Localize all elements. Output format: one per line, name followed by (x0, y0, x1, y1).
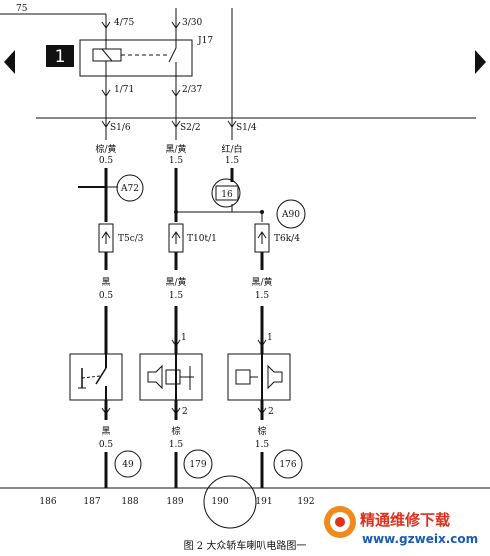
pin-2-label-a: 2 (182, 407, 188, 417)
branch-wires-upper (101, 118, 237, 140)
watermark-title: 精通维修下载 (360, 511, 450, 529)
relay-number: 1 (55, 47, 66, 67)
ruler-186: 186 (39, 497, 56, 507)
connector-t5c3-label: T5c/3 (118, 234, 144, 244)
relay-pin-1-71: 1/71 (114, 85, 134, 95)
ground-marker-179-label: 179 (189, 460, 206, 470)
marker-a90-label: A90 (281, 210, 300, 220)
wire-label-black-a: 黑 (101, 277, 110, 288)
pin-2-label-b: 2 (268, 407, 274, 417)
bus-label-s14: S1/4 (236, 123, 257, 133)
grid-ruler: 186 187 188 189 190 191 192 (39, 497, 314, 507)
wire-label-brown-yellow: 棕/黄 (95, 143, 116, 155)
horn-2 (227, 353, 291, 401)
component-input-arrows (171, 339, 267, 347)
marker-a72-label: A72 (120, 184, 139, 194)
relay-name: J17 (197, 36, 213, 46)
relay-output-arrows (101, 76, 181, 118)
wire-size-15-e: 1.5 (169, 440, 184, 450)
relay-input-arrows (101, 21, 181, 40)
connector-t10t1-label: T10t/1 (187, 234, 217, 244)
relay-j17 (79, 39, 193, 77)
watermark-url: www.gzweix.com (362, 532, 478, 546)
wire-size-15-f: 1.5 (255, 440, 270, 450)
wire-size-15-a: 1.5 (169, 156, 184, 166)
relay-number-badge: 1 (46, 45, 74, 67)
wire-size-15-b: 1.5 (225, 156, 240, 166)
marker-16-label: 16 (221, 190, 233, 200)
wire-label-red-white: 红/白 (221, 143, 242, 155)
relay-pin-4-75: 4/75 (114, 18, 134, 28)
connector-t6k4-label: T6k/4 (274, 234, 300, 244)
ground-marker-49-label: 49 (122, 460, 134, 470)
wire-label-brown-a: 棕 (171, 425, 180, 437)
wire-size-05-a: 0.5 (99, 156, 114, 166)
ground-marker-176 (273, 449, 303, 479)
top-supply-line: 75 (0, 4, 107, 24)
ruler-188: 188 (121, 497, 138, 507)
relay-switch-contact (168, 47, 177, 63)
relay-pin-3-30: 3/30 (182, 18, 202, 28)
top-wire-label: 75 (16, 4, 28, 14)
wire-label-black-yellow-a: 黑/黄 (165, 143, 186, 155)
connector-t6k4 (254, 223, 270, 253)
wire-label-black-yellow-b: 黑/黄 (165, 276, 186, 288)
ruler-191: 191 (255, 497, 272, 507)
wire-label-black-yellow-c: 黑/黄 (251, 276, 272, 288)
marker-a72 (116, 174, 144, 202)
marker-a90 (276, 199, 306, 229)
wire-size-05-b: 0.5 (99, 291, 114, 301)
pin-1-label-a: 1 (181, 333, 187, 343)
marker-16 (211, 178, 241, 208)
next-page-arrow-icon[interactable] (475, 50, 486, 74)
watermark: 精通维修下载 www.gzweix.com (324, 506, 478, 546)
horn-button-switch (69, 353, 123, 401)
wire-size-15-d: 1.5 (255, 291, 270, 301)
ruler-189: 189 (166, 497, 183, 507)
relay-pin-2-37: 2/37 (182, 85, 202, 95)
wire-label-brown-b: 棕 (257, 425, 266, 437)
figure-caption: 图 2 大众轿车喇叭电路图一 (184, 539, 307, 552)
ruler-187: 187 (83, 497, 100, 507)
connector-t10t1 (168, 223, 184, 253)
wire-size-15-c: 1.5 (169, 291, 184, 301)
ground-marker-176-label: 176 (279, 460, 296, 470)
bottom-wire-runs (104, 400, 264, 488)
ruler-192: 192 (297, 497, 314, 507)
wire-label-black-b: 黑 (101, 426, 110, 437)
ruler-190: 190 (211, 497, 228, 507)
ruler-highlight-circle (203, 475, 257, 529)
wire-size-05-c: 0.5 (99, 440, 114, 450)
connector-t5c3 (98, 223, 114, 253)
prev-page-arrow-icon[interactable] (4, 50, 15, 74)
ground-marker-179 (183, 449, 213, 479)
ground-marker-49 (114, 450, 142, 478)
bus-label-s16: S1/6 (110, 123, 131, 133)
bus-label-s22: S2/2 (180, 123, 201, 133)
pin-1-label-b: 1 (267, 333, 273, 343)
horn-1 (139, 353, 203, 401)
